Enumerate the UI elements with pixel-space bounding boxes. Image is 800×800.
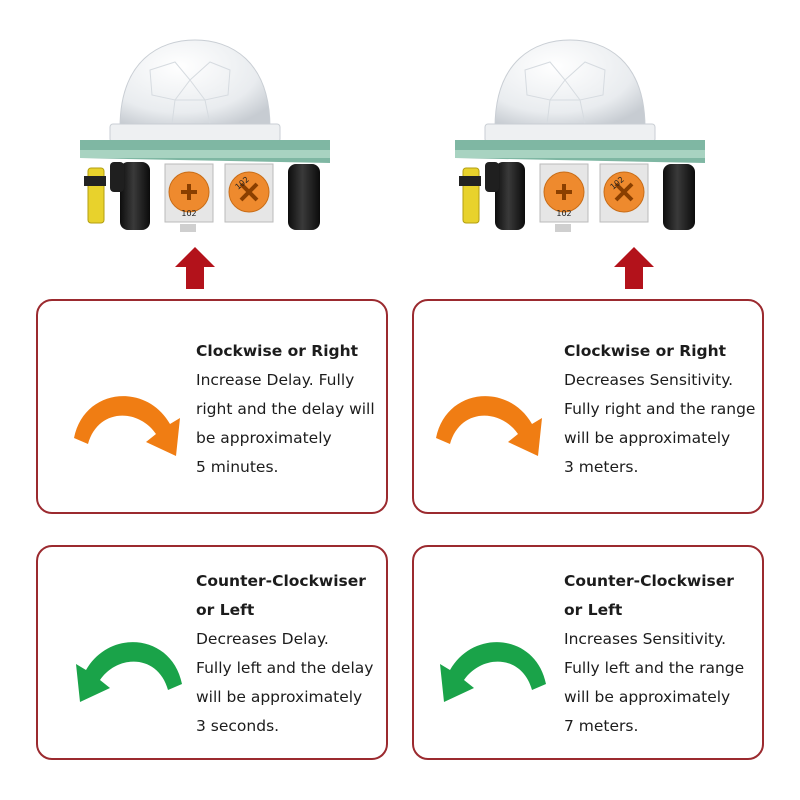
- card-line: will be approximately: [564, 688, 731, 706]
- card-line: be approximately: [196, 429, 332, 447]
- card-heading: Counter-Clockwiser: [196, 572, 366, 590]
- card-heading: or Left: [196, 601, 255, 619]
- counter-clockwise-arrow-icon: [424, 622, 554, 718]
- card-heading: or Left: [564, 601, 623, 619]
- pir-sensor-image-right: 102 102: [455, 0, 715, 235]
- card-line: 5 minutes.: [196, 458, 279, 476]
- counter-clockwise-arrow-icon: [60, 622, 190, 718]
- svg-text:102: 102: [556, 209, 571, 218]
- card-line: Decreases Delay.: [196, 630, 329, 648]
- card-line: 7 meters.: [564, 717, 639, 735]
- card-heading: Counter-Clockwiser: [564, 572, 734, 590]
- card-line: Fully right and the range: [564, 400, 756, 418]
- card-line: right and the delay will: [196, 400, 375, 418]
- card-line: Increase Delay. Fully: [196, 371, 355, 389]
- clockwise-arrow-icon: [428, 376, 558, 472]
- card-line: will be approximately: [564, 429, 731, 447]
- up-arrow-icon: [175, 247, 215, 289]
- card-heading: Clockwise or Right: [564, 342, 727, 360]
- card-line: Increases Sensitivity.: [564, 630, 727, 648]
- card-line: Decreases Sensitivity.: [564, 371, 734, 389]
- card-heading: Clockwise or Right: [196, 342, 359, 360]
- clockwise-arrow-icon: [66, 376, 196, 472]
- card-line: will be approximately: [196, 688, 363, 706]
- card-line: 3 meters.: [564, 458, 639, 476]
- card-line: Fully left and the delay: [196, 659, 374, 677]
- up-arrow-icon: [614, 247, 654, 289]
- svg-text:102: 102: [181, 209, 196, 218]
- card-line: Fully left and the range: [564, 659, 745, 677]
- pir-sensor-image-left: 102 102: [80, 0, 340, 235]
- card-line: 3 seconds.: [196, 717, 280, 735]
